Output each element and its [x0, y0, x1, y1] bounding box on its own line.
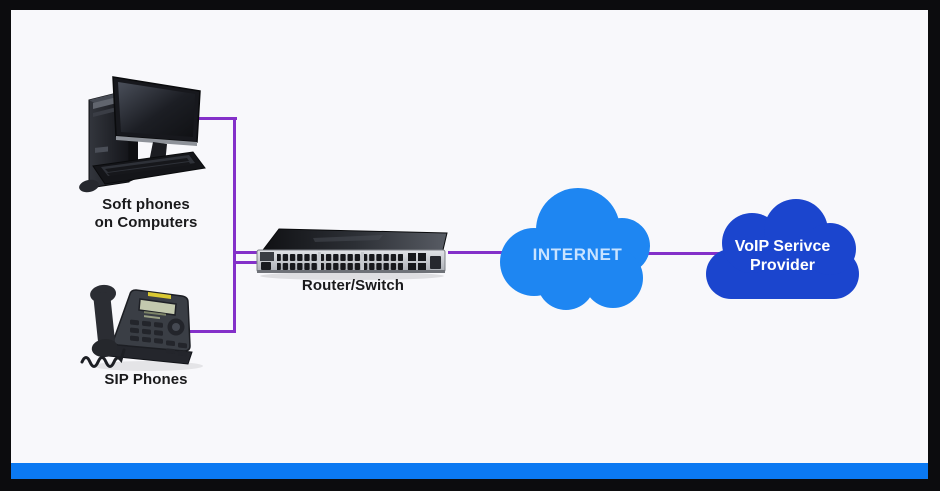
computer-label-line2: on Computers — [94, 214, 198, 231]
computer-label-line1: Soft phones — [102, 196, 190, 213]
desktop-computer-illustration — [79, 76, 206, 193]
phone-label: SIP Phones — [66, 371, 226, 389]
network-switch-illustration — [256, 228, 448, 280]
computer-label: Soft phones on Computers — [66, 196, 226, 232]
voip-provider-label: VoIP Serivce Provider — [704, 197, 861, 301]
internet-cloud: INTERNET — [498, 186, 657, 312]
connector-vertical-bus — [233, 117, 236, 333]
connector-internet-voip — [648, 252, 728, 255]
diagram-canvas: Soft phones on Computers — [11, 10, 928, 479]
internet-label: INTERNET — [532, 245, 623, 264]
switch-label-text: Router/Switch — [301, 277, 405, 294]
connector-switch-stub-top — [233, 251, 265, 254]
phone-label-text: SIP Phones — [104, 371, 188, 388]
cloud-icon — [706, 199, 859, 299]
connector-switch-internet — [448, 251, 518, 254]
bottom-accent-bar — [11, 463, 928, 479]
connector-switch-stub-bottom — [233, 261, 265, 264]
voip-label-line2: Provider — [750, 257, 815, 274]
connector-computer-horizontal — [197, 117, 237, 120]
voip-provider-cloud: VoIP Serivce Provider — [704, 197, 861, 301]
connector-phone-horizontal — [190, 330, 236, 333]
switch-label: Router/Switch — [273, 277, 433, 295]
sip-phone-illustration — [80, 284, 203, 371]
voip-label-line1: VoIP Serivce — [734, 238, 831, 255]
cloud-icon — [500, 188, 650, 310]
